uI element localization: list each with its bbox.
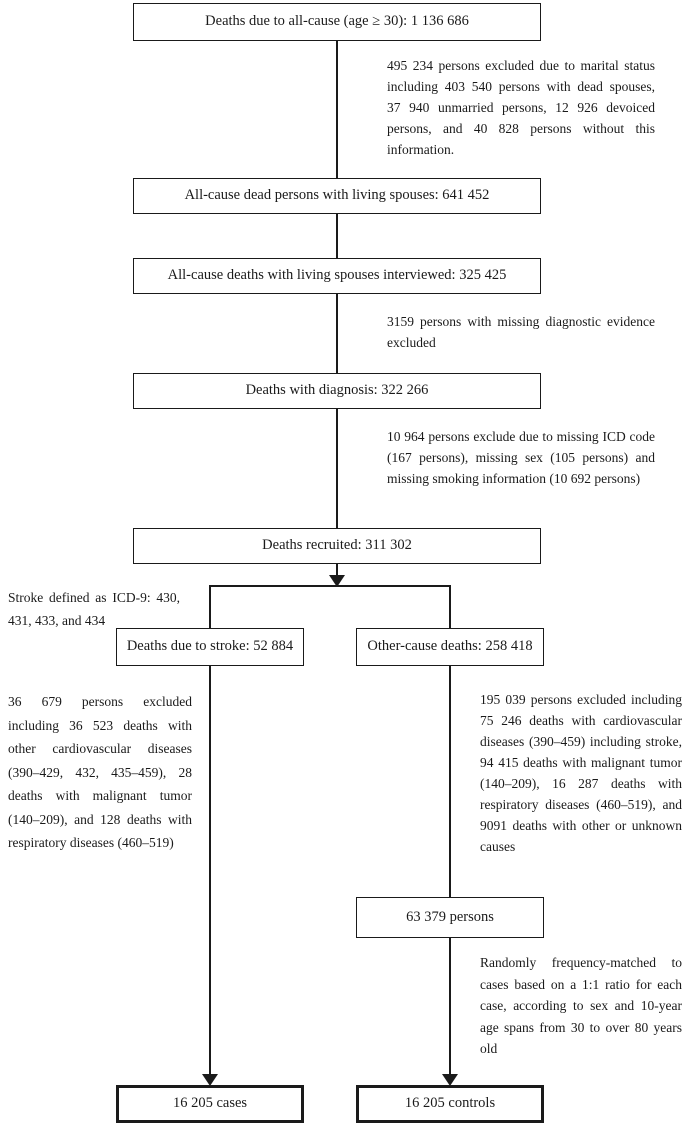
box-cases: 16 205 cases — [116, 1085, 304, 1123]
box-label: Other-cause deaths: 258 418 — [367, 638, 533, 655]
box-other-cause-deaths: Other-cause deaths: 258 418 — [356, 628, 544, 666]
box-spouses-interviewed: All-cause deaths with living spouses int… — [133, 258, 541, 294]
connector-persons-to-controls — [449, 938, 451, 1074]
arrow-down-icon — [329, 575, 345, 587]
note-other-cause-exclusion: 195 039 persons excluded including 75 24… — [480, 692, 682, 854]
note-missing-data-exclusion: 10 964 persons exclude due to missing IC… — [387, 429, 655, 486]
box-label: Deaths with diagnosis: 322 266 — [245, 382, 429, 399]
connector-interviewed-to-diagnosis — [336, 294, 338, 373]
arrow-down-icon — [202, 1074, 218, 1086]
note-matching: Randomly frequency-matched to cases base… — [480, 955, 682, 1056]
box-living-spouses: All-cause dead persons with living spous… — [133, 178, 541, 214]
connector-othercause-to-persons — [449, 666, 451, 897]
box-deaths-with-diagnosis: Deaths with diagnosis: 322 266 — [133, 373, 541, 409]
box-controls: 16 205 controls — [356, 1085, 544, 1123]
box-label: 16 205 controls — [404, 1095, 496, 1112]
note-diagnostic-exclusion: 3159 persons with missing diagnostic evi… — [387, 314, 655, 350]
connector-branch-horizontal — [209, 585, 451, 587]
note-marital-exclusion: 495 234 persons excluded due to marital … — [387, 58, 655, 157]
box-label: Deaths due to all-cause (age ≥ 30): 1 13… — [205, 13, 469, 30]
connector-branch-to-othercause — [449, 585, 451, 628]
box-deaths-recruited: Deaths recruited: 311 302 — [133, 528, 541, 564]
connector-stroke-to-cases — [209, 666, 211, 1074]
connector-allcause-to-spouses — [336, 41, 338, 178]
arrow-down-icon — [442, 1074, 458, 1086]
note-stroke-definition: Stroke defined as ICD-9: 430, 431, 433, … — [8, 590, 180, 628]
connector-diagnosis-to-recruited — [336, 409, 338, 528]
connector-recruited-to-branch — [336, 564, 338, 576]
box-label: All-cause dead persons with living spous… — [184, 187, 490, 204]
box-label: 16 205 cases — [172, 1095, 248, 1112]
box-matched-persons: 63 379 persons — [356, 897, 544, 938]
box-label: Deaths recruited: 311 302 — [262, 537, 412, 554]
box-label: 63 379 persons — [406, 908, 494, 925]
note-stroke-exclusion: 36 679 persons excluded including 36 523… — [8, 694, 192, 850]
connector-spouses-to-interviewed — [336, 214, 338, 258]
box-all-cause-deaths: Deaths due to all-cause (age ≥ 30): 1 13… — [133, 3, 541, 41]
connector-branch-to-stroke — [209, 585, 211, 628]
box-label: Deaths due to stroke: 52 884 — [126, 638, 294, 655]
box-deaths-due-to-stroke: Deaths due to stroke: 52 884 — [116, 628, 304, 666]
box-label: All-cause deaths with living spouses int… — [167, 267, 507, 284]
